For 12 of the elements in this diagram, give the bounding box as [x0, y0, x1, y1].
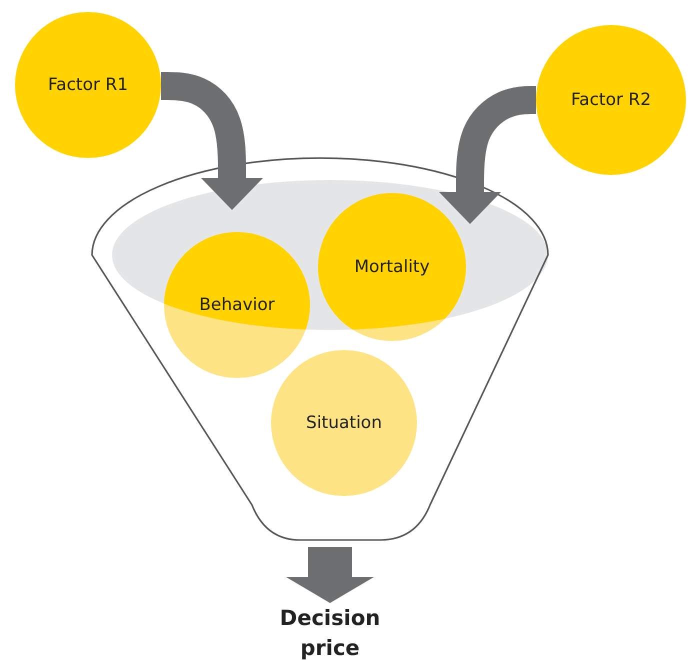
node-label: Factor R2: [570, 90, 652, 110]
circle-node: [15, 12, 161, 158]
circle-node: [271, 350, 417, 496]
node-label: Mortality: [353, 257, 431, 277]
node-label: Behavior: [198, 295, 276, 315]
circle-node: [318, 193, 466, 341]
circle-node: [164, 232, 310, 378]
output-label: Decision price: [278, 605, 382, 662]
circle-node: [536, 25, 686, 175]
arrow: [286, 547, 374, 603]
node-label: Factor R1: [46, 75, 130, 95]
node-label: Situation: [305, 413, 383, 433]
